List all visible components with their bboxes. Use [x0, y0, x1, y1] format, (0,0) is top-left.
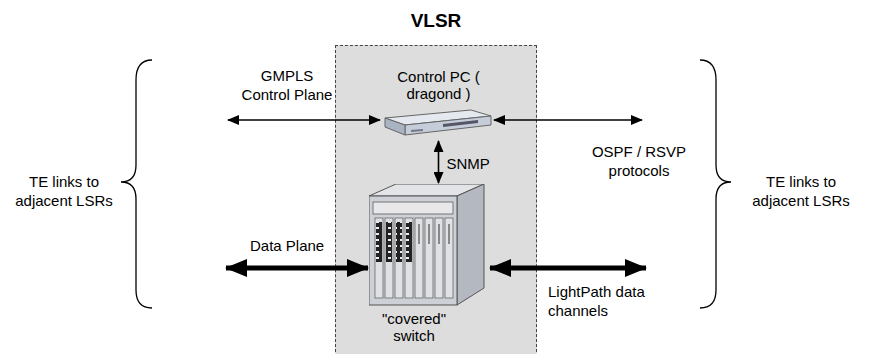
- control-arrow: [494, 119, 642, 121]
- control-pc: Control PC ( dragond ): [371, 68, 506, 140]
- brace: [121, 60, 731, 308]
- edge-label: SNMP: [447, 154, 490, 173]
- node-label: Control PC ( dragond ): [394, 68, 484, 102]
- annotation: Data Plane: [250, 236, 340, 255]
- annotation: LightPath data channels: [548, 282, 658, 320]
- vlsr-region: VLSRControl PC ( dragond )"covered" swit…: [335, 45, 537, 354]
- annotation: OSPF / RSVP protocols: [585, 142, 693, 180]
- annotation: TE links to adjacent LSRs: [742, 172, 860, 210]
- node-label: "covered" switch: [364, 310, 464, 344]
- region-title: VLSR: [336, 10, 536, 32]
- pc-illustration: [383, 108, 493, 138]
- connector: [438, 141, 440, 183]
- control-arrow: [228, 119, 380, 121]
- annotation: GMPLS Control Plane: [238, 66, 336, 104]
- switch-illustration: [369, 184, 489, 306]
- data-arrow: [226, 266, 368, 271]
- data-arrow: [490, 266, 646, 271]
- switch: "covered" switch: [364, 184, 494, 344]
- annotation: TE links to adjacent LSRs: [8, 172, 120, 210]
